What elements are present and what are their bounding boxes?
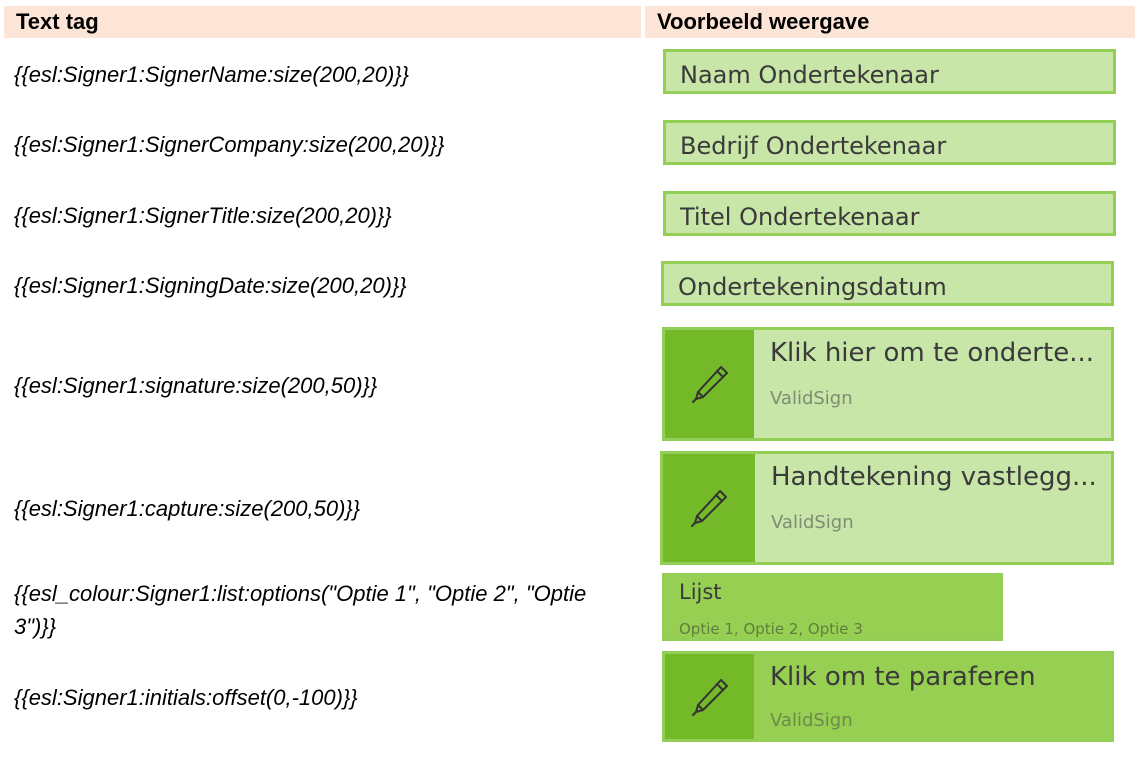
tag-signature: {{esl:Signer1:signature:size(200,50)}} [14, 373, 378, 398]
header-text-tag: Text tag [4, 6, 641, 38]
pen-icon [691, 490, 727, 527]
field-signer-name-label: Naam Ondertekenaar [680, 61, 939, 89]
list-title: Lijst [679, 580, 722, 604]
tag-signer-company: {{esl:Signer1:SignerCompany:size(200,20)… [14, 132, 445, 157]
tag-list: {{esl_colour:Signer1:list:options("Optie… [14, 581, 587, 639]
list-options: Optie 1, Optie 2, Optie 3 [679, 620, 863, 638]
header-preview: Voorbeeld weergave [645, 6, 1135, 38]
signature-sub: ValidSign [770, 388, 853, 409]
pen-icon [691, 366, 728, 403]
pen-icon [691, 678, 728, 716]
field-signer-company-label: Bedrijf Ondertekenaar [680, 132, 947, 160]
tag-signer-title: {{esl:Signer1:SignerTitle:size(200,20)}} [14, 203, 392, 228]
signature-pen-box [665, 330, 754, 438]
field-signing-date[interactable]: Ondertekeningsdatum [661, 261, 1114, 306]
tag-signer-name: {{esl:Signer1:SignerName:size(200,20)}} [14, 62, 410, 87]
tag-capture: {{esl:Signer1:capture:size(200,50)}} [14, 496, 361, 521]
field-signer-company[interactable]: Bedrijf Ondertekenaar [663, 120, 1116, 165]
capture-body: Handtekening vastlegg... ValidSign [755, 454, 1111, 562]
initials-body: Klik om te paraferen ValidSign [754, 654, 1111, 739]
field-signing-date-label: Ondertekeningsdatum [678, 273, 947, 301]
signature-body: Klik hier om te onderte... ValidSign [754, 330, 1111, 438]
field-signer-title[interactable]: Titel Ondertekenaar [663, 191, 1116, 236]
capture-sub: ValidSign [771, 512, 854, 533]
capture-pen-box [663, 454, 755, 562]
tag-initials: {{esl:Signer1:initials:offset(0,-100)}} [14, 685, 358, 710]
signature-title: Klik hier om te onderte... [770, 338, 1094, 368]
field-list[interactable]: Lijst Optie 1, Optie 2, Optie 3 [662, 573, 1003, 641]
capture-title: Handtekening vastlegg... [771, 462, 1097, 492]
initials-title: Klik om te paraferen [770, 662, 1036, 692]
tag-signing-date: {{esl:Signer1:SigningDate:size(200,20)}} [14, 273, 407, 298]
field-signature[interactable]: Klik hier om te onderte... ValidSign [662, 327, 1114, 441]
initials-pen-box [665, 654, 754, 739]
field-signer-title-label: Titel Ondertekenaar [680, 203, 920, 231]
initials-sub: ValidSign [770, 710, 853, 731]
field-signer-name[interactable]: Naam Ondertekenaar [663, 49, 1116, 94]
field-initials[interactable]: Klik om te paraferen ValidSign [662, 651, 1114, 742]
field-capture[interactable]: Handtekening vastlegg... ValidSign [660, 451, 1114, 565]
